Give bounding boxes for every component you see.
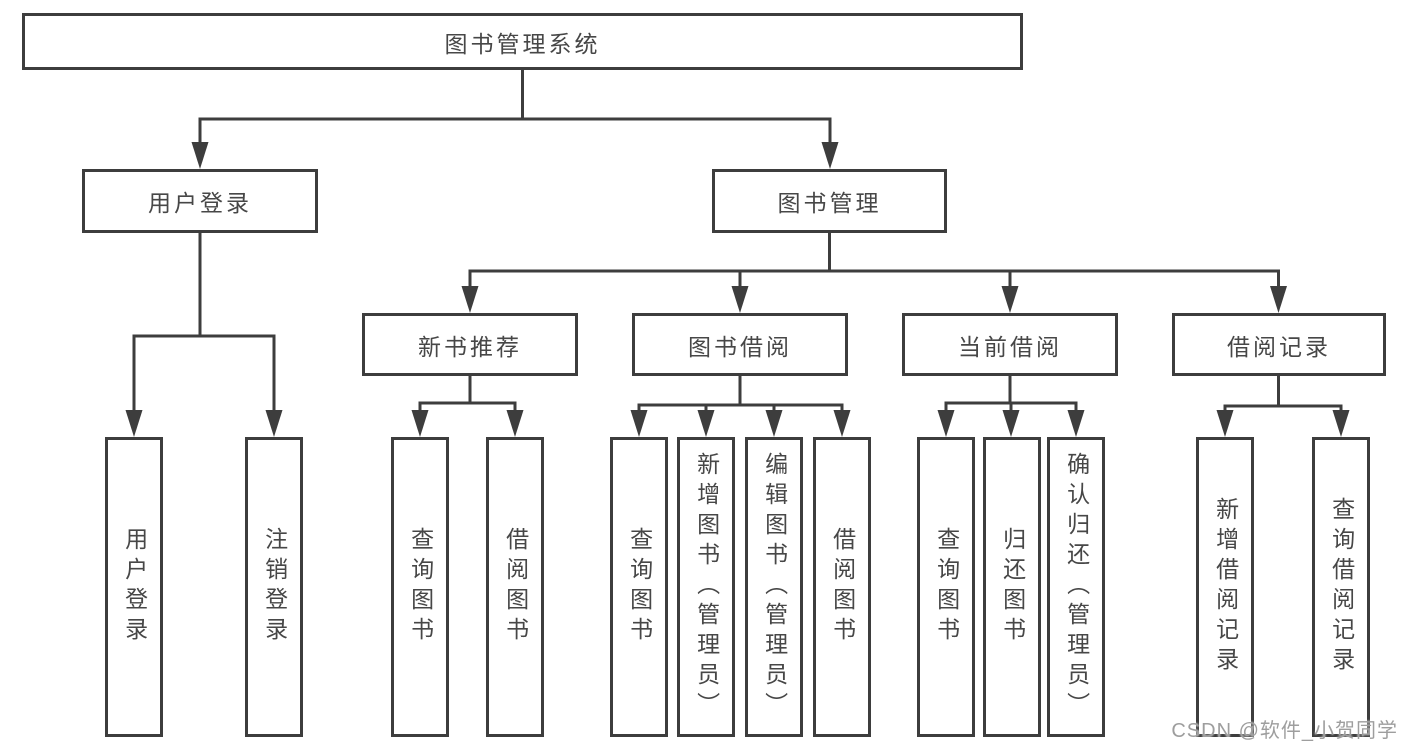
leaf-borrow-books-recommend: 借阅图书: [486, 437, 544, 737]
node-label: 查询借阅记录: [1328, 497, 1355, 677]
node-user-login: 用户登录: [82, 169, 318, 233]
node-current-borrow: 当前借阅: [902, 313, 1118, 376]
csdn-watermark: CSDN @软件_小贺同学: [1171, 720, 1398, 742]
node-label: 确认归还（管理员）: [1063, 452, 1090, 722]
connector-book-borrow: [637, 376, 844, 418]
leaf-query-books-current: 查询图书: [917, 437, 975, 737]
node-label: 新增图书（管理员）: [693, 452, 720, 722]
leaf-query-books-borrow: 查询图书: [610, 437, 668, 737]
node-label: 图书借阅: [688, 333, 792, 360]
connector-book-management: [468, 233, 1280, 294]
leaf-user-login: 用户登录: [105, 437, 163, 737]
leaf-return-book: 归还图书: [983, 437, 1041, 737]
node-label: 图书管理系统: [444, 30, 601, 57]
node-label: 新增借阅记录: [1212, 497, 1239, 677]
node-label: 查询图书: [933, 527, 960, 647]
node-label: 归还图书: [999, 527, 1026, 647]
leaf-add-borrow-record: 新增借阅记录: [1196, 437, 1254, 737]
node-label: 借阅图书: [502, 527, 529, 647]
node-label: 注销登录: [261, 527, 288, 647]
node-new-book-recommend: 新书推荐: [362, 313, 578, 376]
leaf-query-borrow-record: 查询借阅记录: [1312, 437, 1370, 737]
leaf-query-books-recommend: 查询图书: [391, 437, 449, 737]
node-label: 用户登录: [121, 527, 148, 647]
node-label: 图书管理: [777, 190, 882, 216]
node-system-root: 图书管理系统: [22, 13, 1023, 70]
node-book-borrow: 图书借阅: [632, 313, 848, 376]
node-label: 新书推荐: [418, 333, 522, 360]
connector-user-login: [132, 233, 276, 418]
leaf-confirm-return-admin: 确认归还（管理员）: [1047, 437, 1105, 737]
leaf-add-book-admin: 新增图书（管理员）: [677, 437, 735, 737]
leaf-edit-book-admin: 编辑图书（管理员）: [745, 437, 803, 737]
leaf-borrow-books: 借阅图书: [813, 437, 871, 737]
node-label: 查询图书: [626, 527, 653, 647]
node-label: 用户登录: [148, 190, 252, 216]
connector-borrow-records: [1223, 376, 1343, 418]
node-book-management: 图书管理: [712, 169, 947, 233]
node-label: 查询图书: [407, 527, 434, 647]
node-label: 编辑图书（管理员）: [761, 452, 788, 722]
node-borrow-records: 借阅记录: [1172, 313, 1386, 376]
connector-new-book-recommend: [418, 376, 517, 418]
node-label: 当前借阅: [958, 333, 1062, 360]
node-label: 借阅记录: [1227, 333, 1331, 360]
node-label: 借阅图书: [829, 527, 856, 647]
connector-root: [198, 70, 832, 150]
leaf-logout: 注销登录: [245, 437, 303, 737]
arrowheads: [125, 142, 1350, 437]
